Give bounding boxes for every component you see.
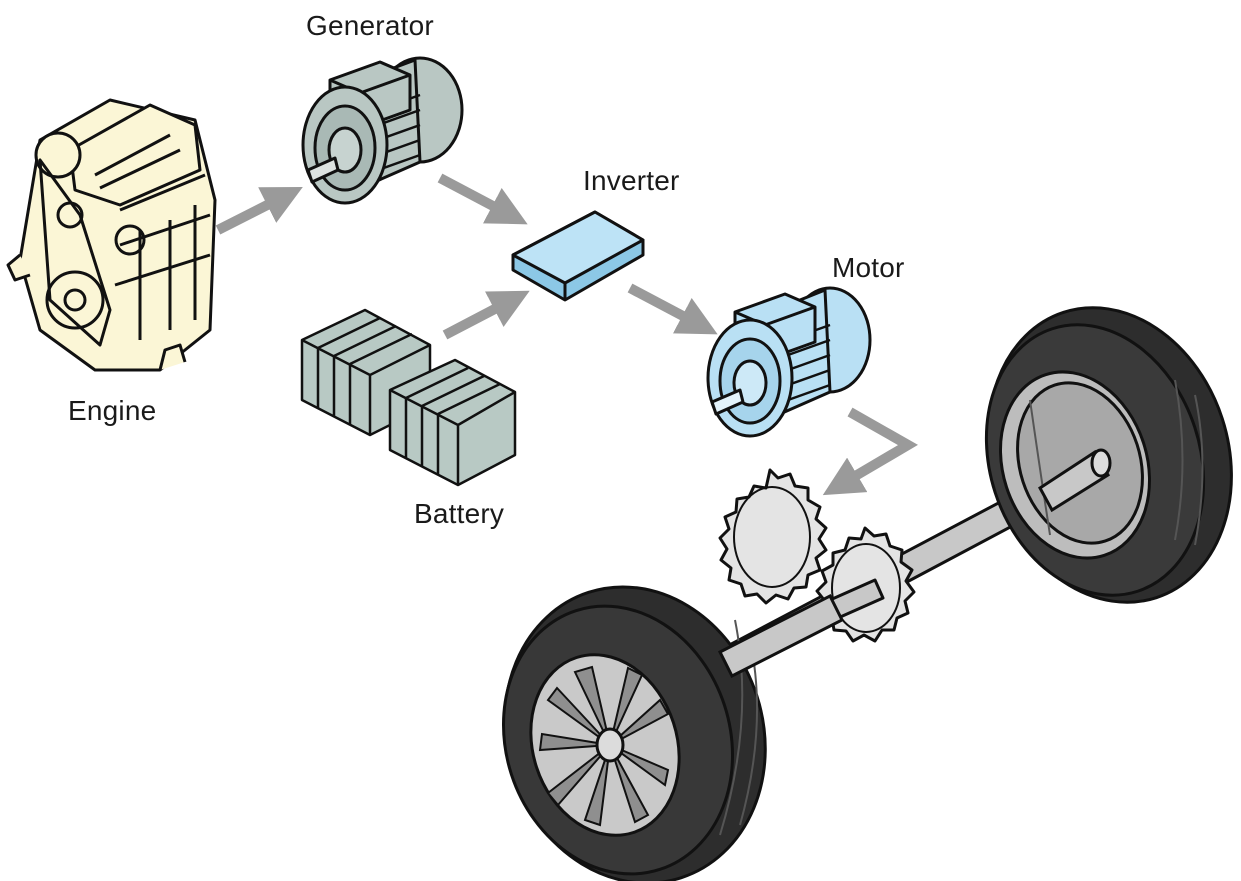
inverter-label: Inverter	[583, 165, 680, 196]
battery-label: Battery	[414, 498, 505, 529]
arrow-generator-to-inverter	[437, 173, 528, 225]
generator-label: Generator	[306, 10, 434, 41]
motor-icon	[706, 286, 872, 438]
engine-label: Engine	[68, 395, 157, 426]
wheel-icon	[984, 306, 1233, 604]
wheel-icon	[501, 585, 767, 881]
motor-label: Motor	[832, 252, 905, 283]
arrow-inverter-to-motor	[627, 283, 718, 335]
arrow-battery-to-inverter	[442, 290, 530, 340]
generator-icon	[301, 56, 464, 205]
inverter-icon	[511, 210, 645, 302]
gear-icon	[718, 468, 916, 643]
arrow-motor-to-gears	[822, 407, 918, 496]
engine-icon	[6, 98, 217, 372]
axle-end	[1038, 448, 1112, 513]
arrow-engine-to-generator	[215, 186, 303, 235]
flow-arrows	[215, 173, 918, 496]
axle-stub	[717, 593, 845, 679]
battery-icon	[300, 308, 517, 487]
